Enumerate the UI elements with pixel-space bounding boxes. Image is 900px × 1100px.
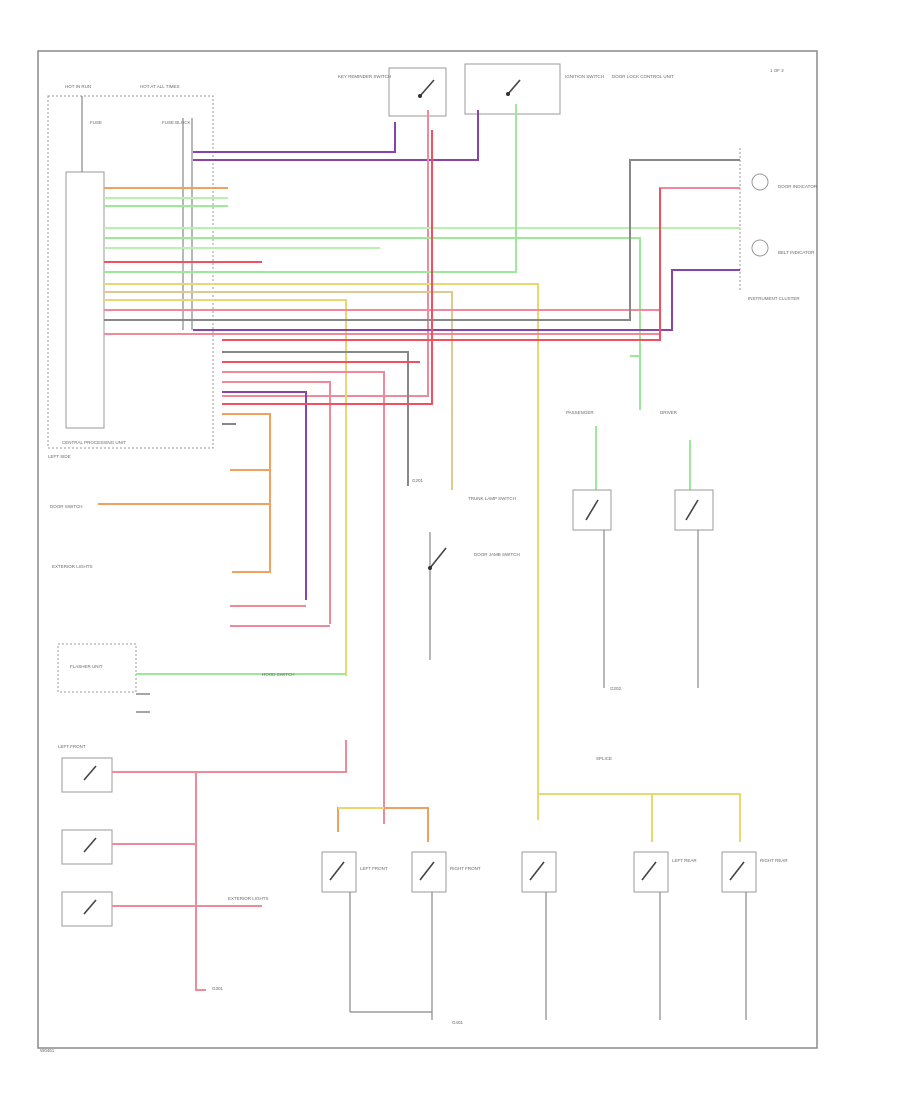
passenger-switch: PASSENGER (566, 410, 612, 688)
svg-text:IGNITION SWITCH: IGNITION SWITCH (565, 74, 604, 79)
wire-bundle-top (104, 104, 740, 824)
door-lock-control-label: DOOR LOCK CONTROL UNIT (612, 74, 674, 79)
svg-text:LEFT REAR: LEFT REAR (672, 858, 697, 863)
svg-text:DOOR JAMB SWITCH: DOOR JAMB SWITCH (474, 552, 520, 557)
footer-code: W0461 (40, 1048, 55, 1053)
diagram-border (37, 50, 818, 1049)
instrument-cluster: DOOR INDICATOR BELT INDICATOR INSTRUMENT… (739, 148, 818, 301)
trunk-lamp-switch: TRUNK LAMP SWITCH DOOR JAMB SWITCH (428, 496, 520, 660)
ground-label: G401 (452, 1020, 464, 1025)
svg-text:TRUNK LAMP SWITCH: TRUNK LAMP SWITCH (468, 496, 516, 501)
key-reminder-switch: KEY REMINDER SWITCH (338, 67, 447, 117)
front-door-switches: LEFT FRONT RIGHT FRONT (321, 807, 481, 1020)
svg-text:DOOR SWITCH: DOOR SWITCH (50, 504, 83, 509)
svg-text:LEFT FRONT: LEFT FRONT (360, 866, 388, 871)
page-ref: 1 OF 2 (770, 68, 784, 73)
svg-text:EXTERIOR LIGHTS: EXTERIOR LIGHTS (228, 896, 269, 901)
driver-switch: DRIVER (660, 410, 714, 688)
ground-label: G202 (610, 686, 622, 691)
svg-text:HOT AT ALL TIMES: HOT AT ALL TIMES (140, 84, 180, 89)
ground-label: G201 (412, 478, 424, 483)
svg-text:PASSENGER: PASSENGER (566, 410, 594, 415)
ground-label: G301 (212, 986, 224, 991)
svg-text:INSTRUMENT CLUSTER: INSTRUMENT CLUSTER (748, 296, 800, 301)
rear-door-switches: SPLICE LEFT REAR RIGHT REAR (521, 756, 788, 1020)
svg-text:LEFT FRONT: LEFT FRONT (58, 744, 86, 749)
svg-text:FLASHER UNIT: FLASHER UNIT (70, 664, 103, 669)
ignition-switch: IGNITION SWITCH (464, 63, 604, 115)
svg-text:HOOD SWITCH: HOOD SWITCH (262, 672, 295, 677)
svg-text:EXTERIOR LIGHTS: EXTERIOR LIGHTS (52, 564, 93, 569)
svg-text:RIGHT REAR: RIGHT REAR (760, 858, 788, 863)
svg-text:CENTRAL PROCESSING UNIT: CENTRAL PROCESSING UNIT (62, 440, 126, 445)
svg-text:DOOR INDICATOR: DOOR INDICATOR (778, 184, 818, 189)
svg-text:FUSE BLOCK: FUSE BLOCK (162, 120, 191, 125)
left-middle-components: DOOR SWITCH EXTERIOR LIGHTS FLASHER UNIT… (50, 469, 346, 713)
left-door-switches: LEFT FRONT EXTERIOR LIGHTS (58, 740, 347, 991)
svg-text:KEY REMINDER SWITCH: KEY REMINDER SWITCH (338, 74, 391, 79)
svg-text:HOT IN RUN: HOT IN RUN (65, 84, 91, 89)
svg-text:SPLICE: SPLICE (596, 756, 612, 761)
svg-text:BELT INDICATOR: BELT INDICATOR (778, 250, 815, 255)
svg-text:DRIVER: DRIVER (660, 410, 678, 415)
svg-text:RIGHT FRONT: RIGHT FRONT (450, 866, 481, 871)
svg-text:FUSE: FUSE (90, 120, 102, 125)
svg-text:LEFT SIDE: LEFT SIDE (48, 454, 71, 459)
